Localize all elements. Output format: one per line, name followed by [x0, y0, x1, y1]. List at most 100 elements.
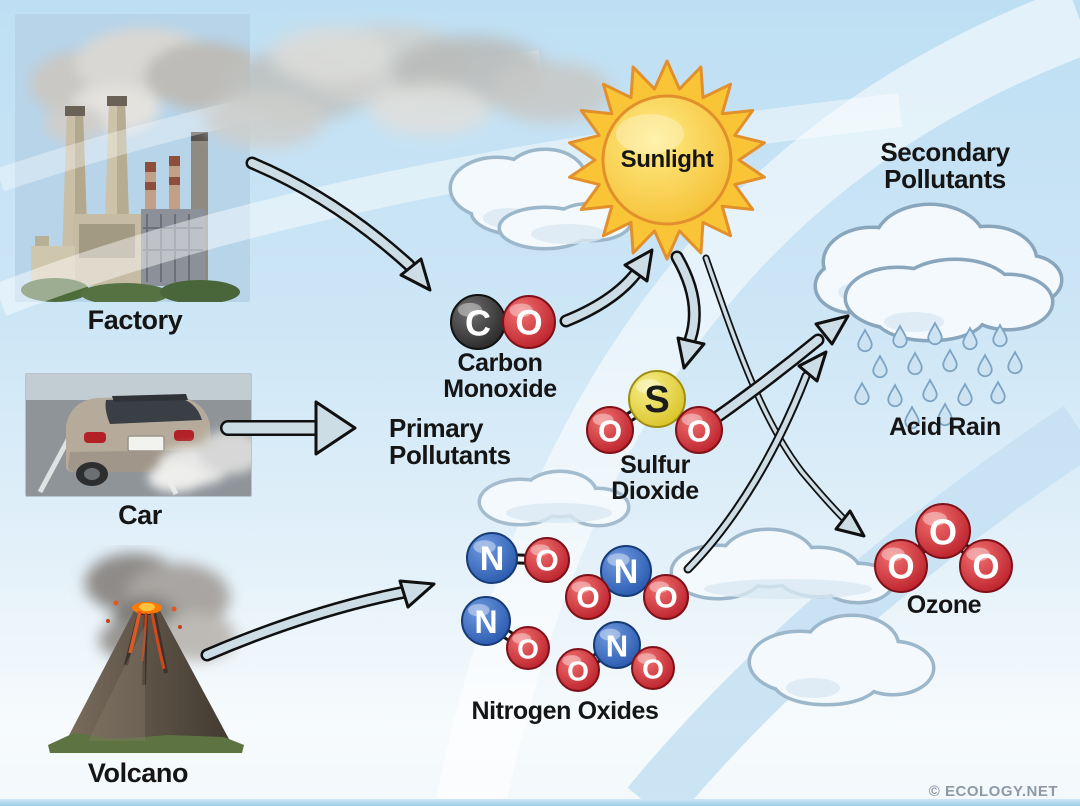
- sulfur-dioxide-molecule: SO O: [586, 370, 723, 454]
- carbon-monoxide-label: Carbon Monoxide: [443, 349, 557, 404]
- nitric-oxide-molecule-2: NO: [461, 596, 550, 670]
- atom-o: [675, 406, 723, 454]
- rain-layer: [854, 321, 1023, 430]
- factory-sky-smoke: [205, 25, 612, 148]
- atom-o: [502, 295, 556, 349]
- secondary-pollutants-line1: Secondary: [880, 137, 1010, 167]
- raindrop: [904, 405, 920, 430]
- raindrop: [857, 328, 873, 353]
- sulfur-dioxide-label: Sulfur Dioxide: [611, 451, 699, 506]
- atom-symbol: O: [642, 654, 664, 685]
- atom-n: [600, 545, 652, 597]
- arrow-sulfur-dioxide-to-acid-rain: [693, 314, 850, 436]
- atom-o: [506, 626, 550, 670]
- car-illustration: [26, 374, 251, 496]
- atom-o: [586, 406, 634, 454]
- atom-symbol: O: [535, 545, 558, 578]
- atom-symbol: O: [654, 582, 677, 615]
- atom-symbol: S: [644, 379, 669, 421]
- primary-pollutants-line2: Pollutants: [389, 440, 511, 471]
- arrow-car-to-primary-pollutants: [220, 400, 357, 456]
- raindrop: [962, 326, 978, 351]
- atom-o: [643, 574, 689, 620]
- atom-symbol: O: [687, 414, 711, 449]
- nitrogen-dioxide-molecule-2: NO O: [556, 621, 675, 692]
- smoke-puff: [488, 62, 612, 122]
- volcano-photo: [28, 545, 263, 760]
- volcano-label: Volcano: [87, 758, 189, 788]
- raindrop: [872, 354, 888, 379]
- primary-pollutants-line1: Primary: [389, 413, 484, 443]
- cloud-nox-top: [477, 469, 631, 528]
- smoke-puff: [370, 84, 490, 136]
- smoke-puff: [270, 27, 390, 83]
- raindrop: [977, 353, 993, 378]
- raindrop: [942, 348, 958, 373]
- raindrop: [957, 382, 973, 407]
- atom-symbol: O: [567, 656, 589, 687]
- atom-symbol: O: [515, 304, 542, 343]
- atom-symbol: O: [887, 548, 914, 587]
- raindrop: [937, 402, 953, 427]
- atom-s: [628, 370, 686, 428]
- volcano-cone: [48, 600, 244, 753]
- arrow-volcano-to-nitrogen-oxides: [200, 579, 436, 662]
- atom-o: [631, 646, 675, 690]
- ozone-label: Ozone: [906, 591, 982, 619]
- atom-o: [524, 537, 570, 583]
- clouds-layer: [448, 147, 1064, 707]
- arrow-factory-to-carbon-monoxide: [245, 156, 432, 292]
- raindrop: [990, 380, 1006, 405]
- atom-o: [959, 539, 1013, 593]
- arrow-sun-to-sulfur-dioxide: [670, 250, 706, 370]
- atom-o: [874, 539, 928, 593]
- factory-illustration: [15, 14, 250, 302]
- raindrop: [892, 324, 908, 349]
- raindrop: [1007, 350, 1023, 375]
- atom-symbol: C: [465, 303, 491, 344]
- exhaust-smoke: [148, 430, 251, 492]
- atom-symbol: N: [606, 629, 628, 664]
- atom-n: [466, 532, 518, 584]
- factory-buildings: [21, 96, 240, 302]
- atom-o: [915, 503, 971, 559]
- atom-o: [556, 648, 600, 692]
- atom-symbol: O: [972, 548, 999, 587]
- atom-n: [461, 596, 511, 646]
- secondary-pollutants-heading: Secondary Pollutants: [845, 137, 1045, 195]
- atom-n: [593, 621, 641, 669]
- car-photo: [25, 373, 252, 497]
- acid-rain-label: Acid Rain: [889, 413, 1001, 441]
- arrow-carbon-monoxide-to-sun: [559, 248, 654, 328]
- secondary-pollutants-line2: Pollutants: [884, 164, 1006, 195]
- atom-symbol: N: [480, 540, 505, 578]
- nitrogen-oxides-label: Nitrogen Oxides: [471, 697, 659, 725]
- sun: [568, 59, 766, 261]
- primary-pollutants-heading: Primary Pollutants: [389, 413, 549, 471]
- acid-rain-cloud-front: [843, 257, 1055, 343]
- raindrop: [992, 323, 1008, 348]
- bottom-strip: [0, 799, 1080, 806]
- raindrop: [907, 351, 923, 376]
- atom-symbol: N: [614, 553, 639, 591]
- atom-symbol: O: [517, 634, 539, 665]
- arrow-sun-to-ozone: [702, 254, 866, 538]
- credit-text: © ECOLOGY.NET: [928, 783, 1058, 800]
- raindrop: [854, 381, 870, 406]
- factory-photo: [15, 14, 250, 302]
- factory-label: Factory: [87, 305, 183, 335]
- cloud-bottom: [747, 613, 936, 707]
- raindrop: [887, 383, 903, 408]
- atom-symbol: O: [598, 414, 622, 449]
- sunlight-label: Sunlight: [620, 146, 714, 173]
- atom-symbol: O: [929, 512, 957, 553]
- arrow-nitrogen-oxides-to-acid-rain: [683, 350, 828, 574]
- atom-symbol: N: [474, 604, 497, 640]
